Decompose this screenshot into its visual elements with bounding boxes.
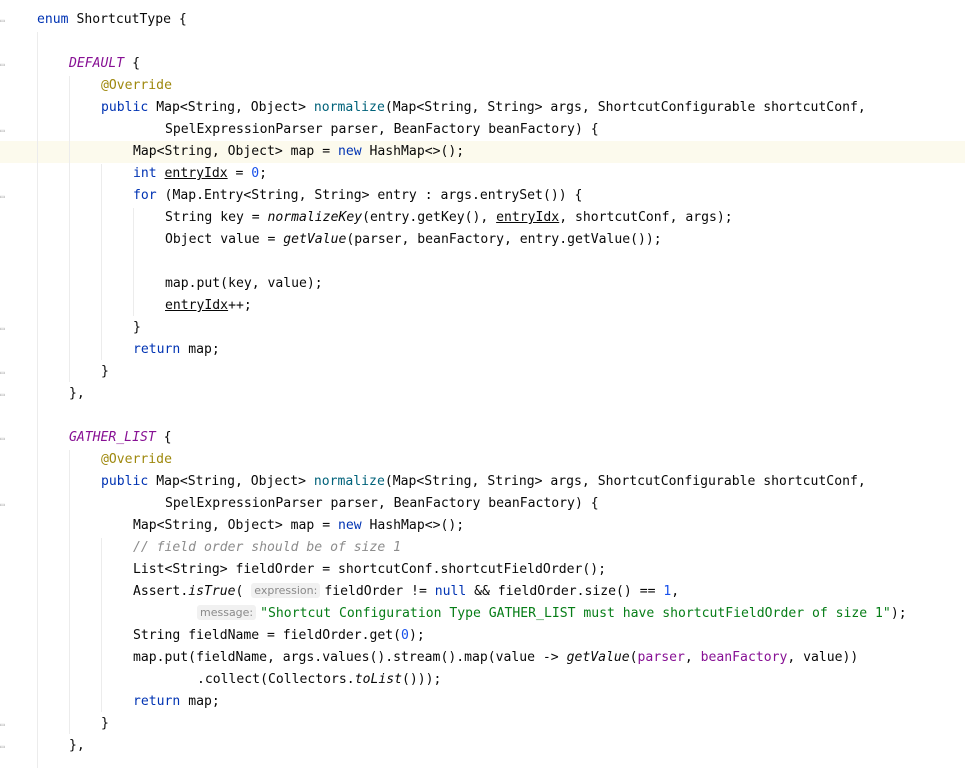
code-line[interactable]: List<String> fieldOrder = shortcutConf.s…	[133, 562, 606, 577]
parameter-hint: message:	[197, 605, 257, 620]
code-line[interactable]: map.put(fieldName, args.values().stream(…	[133, 650, 859, 665]
code-line[interactable]: String fieldName = fieldOrder.get(0);	[133, 628, 425, 643]
code-line[interactable]: int entryIdx = 0;	[133, 166, 268, 181]
fold-marker-icon[interactable]: ▭	[0, 720, 5, 729]
indent-guide	[101, 164, 102, 360]
code-line[interactable]: @Override	[101, 78, 172, 93]
fold-marker-icon[interactable]: ▭	[0, 324, 5, 333]
code-line[interactable]: Assert.isTrue( expression:fieldOrder != …	[133, 583, 680, 599]
code-line[interactable]: .collect(Collectors.toList()));	[197, 672, 442, 687]
code-line[interactable]: SpelExpressionParser parser, BeanFactory…	[165, 496, 599, 511]
code-line[interactable]: Object value = getValue(parser, beanFact…	[165, 232, 662, 247]
indent-guide	[69, 450, 70, 734]
fold-marker-icon[interactable]: ▭	[0, 126, 5, 135]
code-line[interactable]: String key = normalizeKey(entry.getKey()…	[165, 210, 733, 225]
code-line[interactable]: SpelExpressionParser parser, BeanFactory…	[165, 122, 599, 137]
indent-guide	[101, 538, 102, 712]
code-line[interactable]: },	[69, 738, 85, 753]
code-line[interactable]: entryIdx++;	[165, 298, 252, 313]
code-line[interactable]: enum ShortcutType {	[37, 12, 187, 27]
code-line[interactable]: return map;	[133, 694, 220, 709]
code-line[interactable]: message:"Shortcut Configuration Type GAT…	[197, 603, 907, 625]
code-line[interactable]: Map<String, Object> map = new HashMap<>(…	[133, 518, 465, 533]
gutter: ▭ ▭ ▭ ▭ ▭ ▭ ▭ ▭ ▭ ▭ ▭	[0, 0, 24, 768]
code-line[interactable]: public Map<String, Object> normalize(Map…	[101, 100, 866, 115]
code-line[interactable]: }	[101, 716, 109, 731]
fold-marker-icon[interactable]: ▭	[0, 16, 5, 25]
code-line[interactable]: for (Map.Entry<String, String> entry : a…	[133, 188, 583, 203]
code-line[interactable]: GATHER_LIST {	[69, 430, 172, 445]
code-line[interactable]: }	[133, 320, 141, 335]
fold-marker-icon[interactable]: ▭	[0, 742, 5, 751]
fold-marker-icon[interactable]: ▭	[0, 434, 5, 443]
indent-guide	[133, 208, 134, 316]
code-line[interactable]: @Override	[101, 452, 172, 467]
code-line[interactable]: DEFAULT {	[69, 56, 140, 71]
code-line[interactable]: }	[101, 364, 109, 379]
indent-guide	[37, 32, 38, 768]
code-line[interactable]: public Map<String, Object> normalize(Map…	[101, 474, 866, 489]
code-line[interactable]: map.put(key, value);	[165, 276, 323, 291]
fold-marker-icon[interactable]: ▭	[0, 500, 5, 509]
code-line[interactable]: return map;	[133, 342, 220, 357]
code-line[interactable]: },	[69, 386, 85, 401]
fold-marker-icon[interactable]: ▭	[0, 390, 5, 399]
code-line[interactable]: // field order should be of size 1	[133, 540, 402, 555]
parameter-hint: expression:	[251, 583, 321, 598]
indent-guide	[69, 76, 70, 382]
code-line[interactable]: Map<String, Object> map = new HashMap<>(…	[133, 144, 465, 159]
fold-marker-icon[interactable]: ▭	[0, 192, 5, 201]
fold-marker-icon[interactable]: ▭	[0, 368, 5, 377]
current-line-highlight	[0, 141, 965, 163]
fold-marker-icon[interactable]: ▭	[0, 60, 5, 69]
